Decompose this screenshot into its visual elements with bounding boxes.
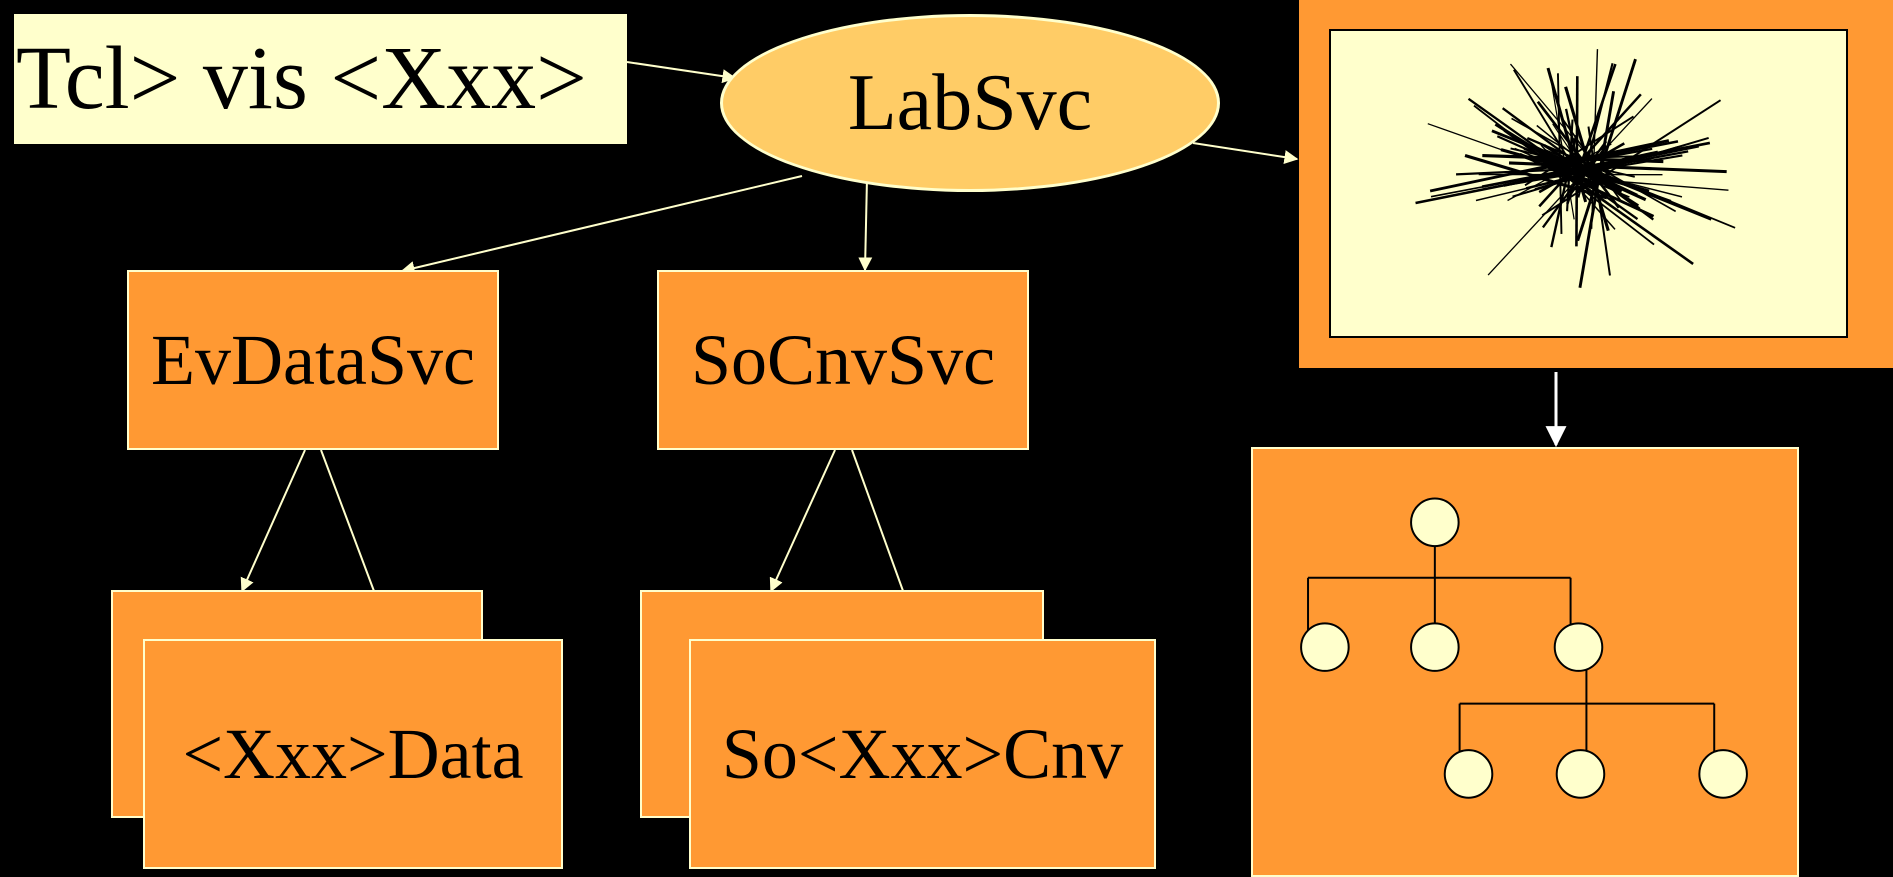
evdatasvc-label: EvDataSvc bbox=[151, 324, 475, 396]
scene-tree-panel bbox=[1251, 447, 1799, 877]
edge-labsvc-to-evdatasvc bbox=[402, 176, 802, 271]
labsvc-label: LabSvc bbox=[848, 63, 1092, 143]
socnvsvc-label: SoCnvSvc bbox=[691, 324, 995, 396]
edge-evdatasvc-to-data-1 bbox=[242, 450, 305, 591]
command-prompt-box: Tcl> vis <Xxx> bbox=[14, 14, 627, 144]
labsvc-node: LabSvc bbox=[720, 14, 1220, 192]
tree-node-root bbox=[1411, 499, 1459, 547]
tree-node-grandchild-1 bbox=[1445, 750, 1493, 798]
edge-labsvc-to-viewer bbox=[1193, 143, 1297, 159]
command-prompt-text: Tcl> vis <Xxx> bbox=[16, 34, 587, 124]
socnvsvc-node: SoCnvSvc bbox=[657, 270, 1029, 450]
event-viewer-panel bbox=[1299, 0, 1893, 368]
tree-node-child-2 bbox=[1411, 623, 1459, 671]
edge-cmd-to-labsvc bbox=[627, 62, 735, 78]
tree-node-grandchild-2 bbox=[1557, 750, 1605, 798]
xxxdata-label: <Xxx>Data bbox=[182, 718, 523, 790]
track-burst-icon bbox=[1331, 31, 1846, 336]
soxxxcnv-label: So<Xxx>Cnv bbox=[722, 718, 1123, 790]
xxxdata-node: <Xxx>Data bbox=[143, 639, 563, 869]
edge-socnvsvc-to-cnv-1 bbox=[771, 450, 835, 591]
evdatasvc-node: EvDataSvc bbox=[127, 270, 499, 450]
tree-node-grandchild-3 bbox=[1699, 750, 1747, 798]
edge-labsvc-to-socnvsvc bbox=[865, 178, 867, 270]
event-viewer-canvas bbox=[1329, 29, 1848, 338]
tree-node-child-3 bbox=[1555, 623, 1603, 671]
node-tree-icon bbox=[1253, 449, 1797, 875]
soxxxcnv-node: So<Xxx>Cnv bbox=[689, 639, 1156, 869]
tree-node-child-1 bbox=[1301, 623, 1349, 671]
